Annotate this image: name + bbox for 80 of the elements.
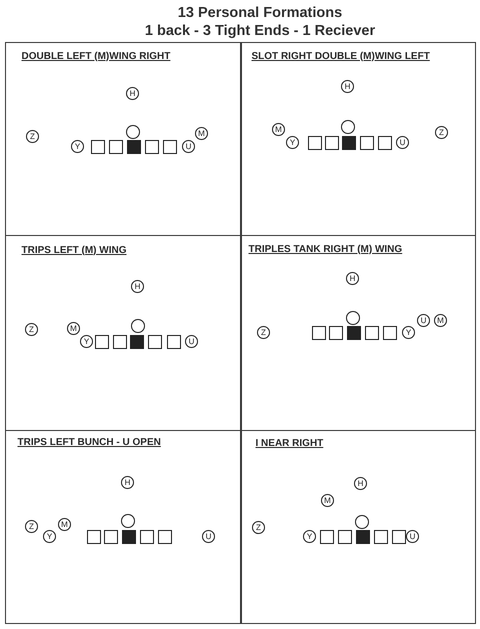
player-circle: Y xyxy=(80,335,93,348)
square-icon xyxy=(90,140,104,154)
player-circle: H xyxy=(126,87,139,100)
player-circle: M xyxy=(434,314,447,327)
formation-title: I NEAR RIGHT xyxy=(256,438,324,450)
formation-panel xyxy=(5,42,242,236)
square-icon xyxy=(364,326,378,340)
player-circle: Z xyxy=(25,520,38,533)
player-circle: Z xyxy=(25,323,38,336)
player-circle: Z xyxy=(26,130,39,143)
filled-square-icon xyxy=(130,334,144,348)
player-circle: M xyxy=(272,123,285,136)
player-circle: H xyxy=(131,280,144,293)
square-icon xyxy=(382,326,396,340)
player-circle: U xyxy=(182,140,195,153)
player-circle: M xyxy=(195,127,208,140)
formation-title: TRIPLES TANK RIGHT (M) WING xyxy=(248,244,402,256)
square-icon xyxy=(112,334,126,348)
square-icon xyxy=(86,530,100,544)
square-icon xyxy=(108,140,122,154)
square-icon xyxy=(328,326,342,340)
square-icon xyxy=(148,334,162,348)
player-circle: U xyxy=(406,530,419,543)
player-circle: Y xyxy=(402,326,415,339)
player-circle: Z xyxy=(435,126,448,139)
square-icon xyxy=(308,136,322,150)
formation-title: TRIPS LEFT BUNCH - U OPEN xyxy=(18,436,161,448)
formation-title: SLOT RIGHT DOUBLE (M)WING LEFT xyxy=(252,50,430,62)
page-title: 13 Personal Formations xyxy=(178,5,342,21)
square-icon xyxy=(392,530,406,544)
square-icon xyxy=(166,334,180,348)
player-circle: U xyxy=(396,136,409,149)
square-icon xyxy=(374,530,388,544)
player-circle: U xyxy=(202,530,215,543)
formation-title: DOUBLE LEFT (M)WING RIGHT xyxy=(22,50,170,62)
empty-circle-icon xyxy=(130,318,144,332)
square-icon xyxy=(338,530,352,544)
square-icon xyxy=(158,530,172,544)
player-circle: Y xyxy=(286,136,299,149)
formation-title: TRIPS LEFT (M) WING xyxy=(22,244,126,256)
player-circle: H xyxy=(121,476,134,489)
player-circle: Z xyxy=(252,521,265,534)
formation-panel xyxy=(240,430,476,624)
empty-circle-icon xyxy=(346,310,360,324)
square-icon xyxy=(140,530,154,544)
player-circle: U xyxy=(417,314,430,327)
square-icon xyxy=(320,530,334,544)
square-icon xyxy=(378,136,392,150)
player-circle: Y xyxy=(303,530,316,543)
formation-panel xyxy=(5,235,242,431)
square-icon xyxy=(144,140,158,154)
filled-square-icon xyxy=(126,140,140,154)
player-circle: U xyxy=(185,335,198,348)
square-icon xyxy=(312,326,326,340)
player-circle: H xyxy=(354,477,367,490)
player-circle: M xyxy=(321,494,334,507)
filled-square-icon xyxy=(342,136,356,150)
player-circle: H xyxy=(341,80,354,93)
square-icon xyxy=(324,136,338,150)
formation-panel xyxy=(240,235,476,431)
player-circle: M xyxy=(58,518,71,531)
square-icon xyxy=(104,530,118,544)
square-icon xyxy=(94,334,108,348)
filled-square-icon xyxy=(346,326,360,340)
square-icon xyxy=(162,140,176,154)
empty-circle-icon xyxy=(126,124,140,138)
player-circle: M xyxy=(67,322,80,335)
formation-panel xyxy=(5,430,242,624)
empty-circle-icon xyxy=(340,120,354,134)
formation-panel xyxy=(240,42,476,236)
filled-square-icon xyxy=(122,530,136,544)
empty-circle-icon xyxy=(120,514,134,528)
square-icon xyxy=(360,136,374,150)
player-circle: Z xyxy=(257,326,270,339)
player-circle: Y xyxy=(71,140,84,153)
player-circle: Y xyxy=(43,530,56,543)
filled-square-icon xyxy=(356,530,370,544)
subtitle: 1 back - 3 Tight Ends - 1 Reciever xyxy=(144,23,376,39)
empty-circle-icon xyxy=(354,514,368,528)
player-circle: H xyxy=(346,272,359,285)
